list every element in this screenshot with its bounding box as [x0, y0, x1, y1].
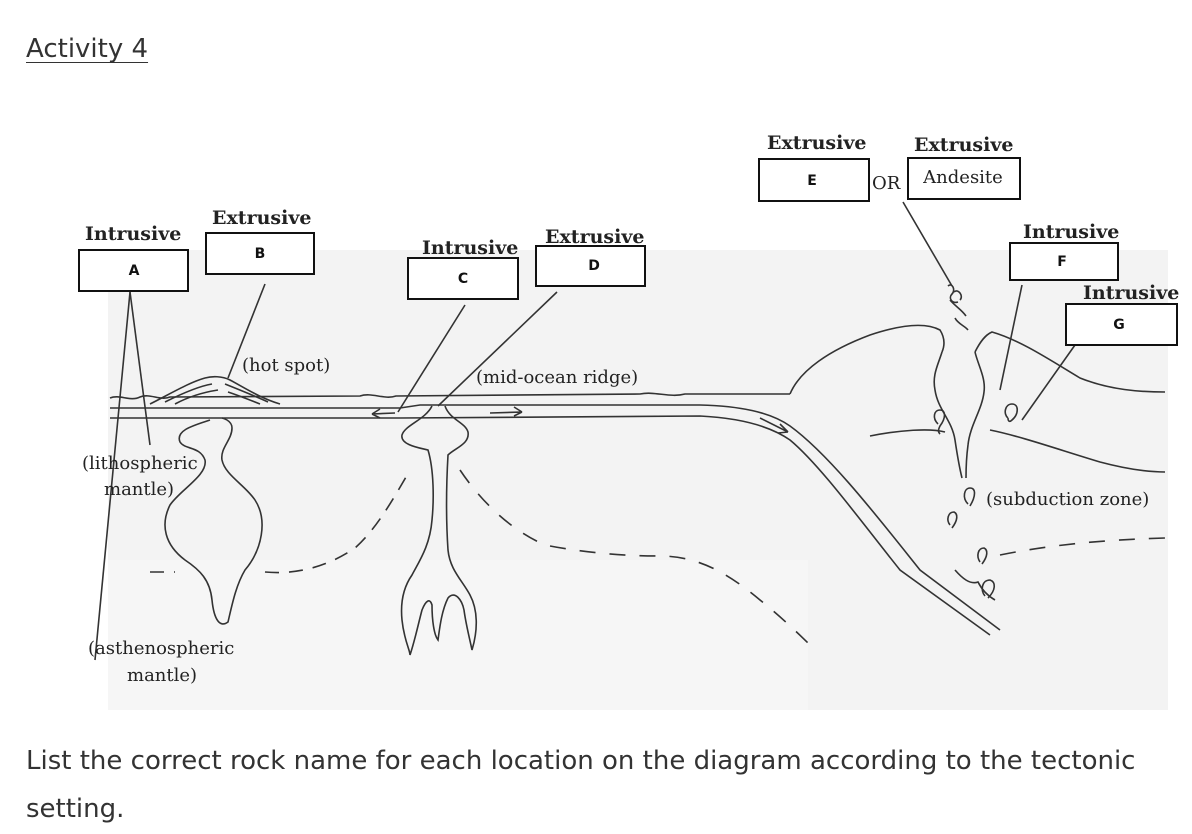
label-b-box[interactable]: [205, 232, 315, 275]
magma-droplet-5: [977, 547, 988, 565]
label-e-alt-type: Extrusive: [914, 134, 1013, 156]
spreading-arrow-right: [489, 406, 523, 417]
lab-dashed-left: [150, 469, 411, 574]
hotspot-plume: [164, 417, 263, 625]
hotspot-layers: [164, 383, 269, 405]
continental-crust: [789, 324, 1166, 395]
label-d-box[interactable]: [535, 245, 646, 287]
subduction-melt-zone: [954, 569, 996, 601]
pointer-c: [397, 304, 466, 413]
label-c-box[interactable]: [407, 257, 519, 300]
pointer-b: [227, 283, 266, 379]
label-a-box[interactable]: [78, 249, 189, 292]
pointer-a-1: [129, 291, 151, 446]
or-connector: OR: [872, 173, 901, 194]
label-c-type: Intrusive: [422, 237, 518, 259]
label-b-type: Extrusive: [212, 207, 311, 229]
seafloor-line: [110, 404, 1001, 631]
label-a-letter: A: [129, 263, 140, 279]
asthenospheric-mantle-label-1: (asthenospheric: [88, 638, 234, 659]
label-f-box[interactable]: [1009, 242, 1119, 281]
label-e-type: Extrusive: [767, 132, 866, 154]
magma-droplet-4: [947, 511, 958, 529]
label-f-type: Intrusive: [1023, 221, 1119, 243]
andesite-answer: Andesite: [922, 167, 1003, 188]
continental-base: [869, 429, 1166, 473]
subduction-zone-label: (subduction zone): [986, 489, 1149, 510]
plate-bottom-line: [110, 415, 991, 636]
pointer-f: [999, 284, 1023, 391]
magma-droplet-3: [963, 487, 976, 507]
magma-droplet-2: [1004, 403, 1019, 423]
label-b-letter: B: [255, 246, 266, 262]
lithospheric-mantle-label-2: mantle): [104, 479, 174, 500]
magma-droplet-1: [933, 409, 946, 435]
volcano-vent-plume: [947, 284, 969, 331]
asthenospheric-mantle-label-2: mantle): [127, 665, 197, 686]
pointer-g: [1021, 344, 1076, 421]
label-f-letter: F: [1057, 254, 1067, 270]
label-d-letter: D: [588, 258, 600, 274]
ridge-plume: [400, 405, 478, 656]
label-g-letter: G: [1113, 317, 1125, 333]
lithospheric-mantle-label-1: (lithospheric: [82, 453, 198, 474]
pointer-d: [437, 291, 558, 407]
andesite-box: [907, 157, 1021, 200]
spreading-arrow-left: [371, 408, 396, 419]
label-c-letter: C: [458, 271, 468, 287]
label-a-type: Intrusive: [85, 223, 181, 245]
activity-title: Activity 4: [26, 34, 149, 64]
diagram-background-lower: [108, 560, 808, 710]
label-g-type: Intrusive: [1083, 282, 1179, 304]
label-d-type: Extrusive: [545, 226, 644, 248]
label-e-box[interactable]: [758, 158, 870, 202]
mid-ocean-ridge-label: (mid-ocean ridge): [476, 367, 638, 388]
sea-surface: [109, 392, 790, 400]
label-e-letter: E: [807, 173, 817, 189]
label-g-box[interactable]: [1065, 303, 1178, 346]
hot-spot-label: (hot spot): [242, 355, 330, 376]
subduction-arrow: [759, 417, 789, 434]
pointer-a-2: [94, 291, 131, 661]
instructions-text: List the correct rock name for each loca…: [26, 746, 1136, 824]
pointer-e: [902, 201, 953, 287]
hotspot-volcano: [149, 375, 281, 405]
